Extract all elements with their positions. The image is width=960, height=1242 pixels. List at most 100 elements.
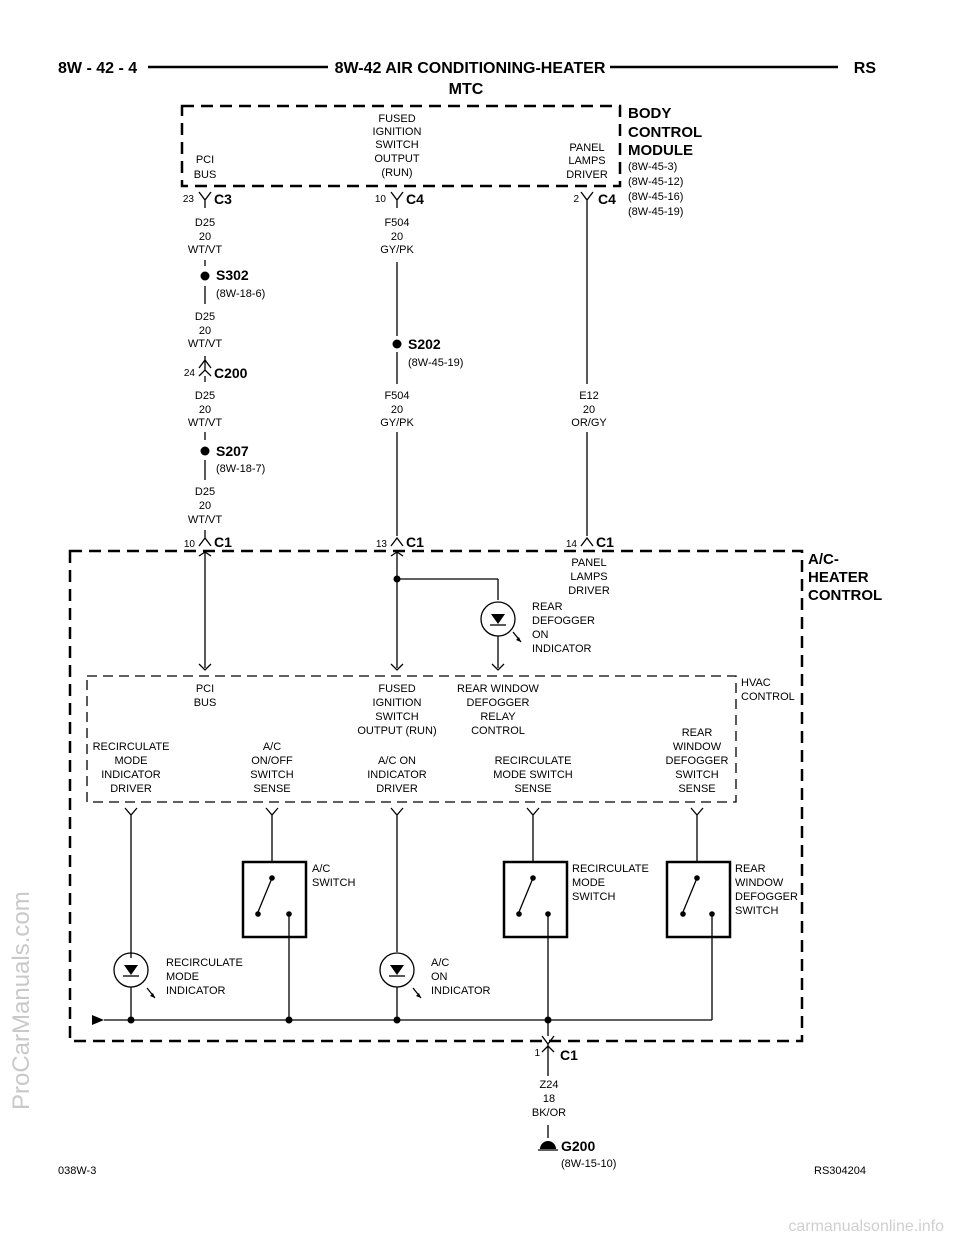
bcm-name: BODY CONTROL MODULE <box>628 105 702 159</box>
connector-c1-pin10: 10 C1 <box>184 530 232 550</box>
svg-text:20: 20 <box>583 404 595 416</box>
hvac-control-box <box>86 675 737 803</box>
ground-g200-name: G200 <box>561 1138 595 1154</box>
svg-text:INDICATOR: INDICATOR <box>367 769 427 781</box>
wire-d25-label-1: D25 20 WT/VT <box>188 217 222 256</box>
svg-text:C1: C1 <box>406 534 424 550</box>
svg-text:13: 13 <box>376 539 388 550</box>
svg-text:BUS: BUS <box>194 697 217 709</box>
body-control-module-box <box>180 104 622 188</box>
ac-on-indicator-led <box>379 952 422 1020</box>
rear-defogger-indicator-led <box>480 601 522 643</box>
svg-text:GY/PK: GY/PK <box>380 417 414 429</box>
svg-text:IGNITION: IGNITION <box>373 126 422 138</box>
connector-c3: 23 C3 <box>183 191 232 208</box>
hvac-pin-pci-bus: PCI BUS <box>194 683 217 709</box>
splice-s207-dot <box>200 446 210 456</box>
svg-text:24: 24 <box>184 368 196 379</box>
svg-text:C1: C1 <box>596 534 614 550</box>
svg-text:DEFOGGER: DEFOGGER <box>735 891 798 903</box>
recirculate-mode-switch-label: RECIRCULATE MODE SWITCH <box>572 863 649 903</box>
svg-text:(RUN): (RUN) <box>381 167 412 179</box>
connector-c1-pin1: 1 C1 <box>534 1035 578 1076</box>
connector-c4-pin2: 2 C4 <box>573 191 616 208</box>
svg-text:F504: F504 <box>384 390 409 402</box>
svg-text:SWITCH: SWITCH <box>312 877 355 889</box>
svg-text:MODE SWITCH: MODE SWITCH <box>493 769 572 781</box>
svg-text:PANEL: PANEL <box>569 142 604 154</box>
connector-c1-pin14: 14 C1 <box>566 534 614 550</box>
page-number: 8W - 42 - 4 <box>58 60 137 77</box>
svg-text:SWITCH: SWITCH <box>250 769 293 781</box>
ground-bus <box>92 1015 712 1025</box>
bcm-references: (8W-45-3) (8W-45-12) (8W-45-16) (8W-45-1… <box>628 161 683 218</box>
svg-text:WT/VT: WT/VT <box>188 417 222 429</box>
wire-d25-label-3: D25 20 WT/VT <box>188 390 222 429</box>
svg-text:C4: C4 <box>598 191 616 207</box>
svg-text:CONTROL: CONTROL <box>628 124 702 141</box>
svg-text:C1: C1 <box>214 534 232 550</box>
recirculate-mode-indicator-label: RECIRCULATE MODE INDICATOR <box>166 957 243 997</box>
svg-text:WT/VT: WT/VT <box>188 514 222 526</box>
wire-d25-label-4: D25 20 WT/VT <box>188 486 222 526</box>
reference-code: RS304204 <box>814 1165 866 1177</box>
svg-text:20: 20 <box>199 404 211 416</box>
svg-text:20: 20 <box>391 404 403 416</box>
wire-e12-label: E12 20 OR/GY <box>571 390 607 429</box>
svg-text:C200: C200 <box>214 365 248 381</box>
svg-text:REAR WINDOW: REAR WINDOW <box>457 683 540 695</box>
ac-heater-control-box <box>68 549 804 1043</box>
svg-text:14: 14 <box>566 539 578 550</box>
svg-text:DEFOGGER: DEFOGGER <box>666 755 729 767</box>
svg-text:CONTROL: CONTROL <box>471 725 525 737</box>
svg-text:LAMPS: LAMPS <box>568 155 605 167</box>
svg-text:1: 1 <box>534 1048 540 1059</box>
svg-text:SWITCH: SWITCH <box>572 891 615 903</box>
svg-text:PANEL: PANEL <box>571 557 606 569</box>
svg-text:(8W-45-16): (8W-45-16) <box>628 191 683 203</box>
svg-text:WINDOW: WINDOW <box>673 741 722 753</box>
svg-text:INDICATOR: INDICATOR <box>431 985 491 997</box>
svg-text:OUTPUT (RUN): OUTPUT (RUN) <box>357 725 436 737</box>
wire-f504-label-2: F504 20 GY/PK <box>380 390 414 429</box>
svg-text:INDICATOR: INDICATOR <box>166 985 226 997</box>
hvac-pin-rear-sense: REAR WINDOW DEFOGGER SWITCH SENSE <box>666 727 729 795</box>
svg-text:CONTROL: CONTROL <box>741 691 795 703</box>
ground-g200-ref: (8W-15-10) <box>561 1158 616 1170</box>
svg-text:CONTROL: CONTROL <box>808 587 882 604</box>
connector-c4-pin10: 10 C4 <box>375 191 424 208</box>
svg-text:A/C-: A/C- <box>808 551 839 568</box>
svg-text:C1: C1 <box>560 1047 578 1063</box>
svg-text:BUS: BUS <box>194 169 217 181</box>
connector-c200: 24 C200 <box>184 356 248 382</box>
svg-text:A/C: A/C <box>312 863 330 875</box>
svg-text:DEFOGGER: DEFOGGER <box>532 615 595 627</box>
svg-text:DRIVER: DRIVER <box>568 585 610 597</box>
svg-text:RECIRCULATE: RECIRCULATE <box>93 741 170 753</box>
svg-text:REAR: REAR <box>682 727 713 739</box>
svg-text:DRIVER: DRIVER <box>566 169 608 181</box>
svg-text:A/C: A/C <box>263 741 281 753</box>
svg-text:OUTPUT: OUTPUT <box>374 153 420 165</box>
ac-heater-control-name: A/C- HEATER CONTROL <box>808 551 882 604</box>
svg-text:WT/VT: WT/VT <box>188 338 222 350</box>
svg-text:A/C ON: A/C ON <box>378 755 416 767</box>
svg-text:MODE: MODE <box>115 755 148 767</box>
diagram-subtitle: MTC <box>449 81 484 98</box>
svg-text:SWITCH: SWITCH <box>735 905 778 917</box>
hvac-pin-recirc-sense: RECIRCULATE MODE SWITCH SENSE <box>493 755 572 795</box>
hvac-control-name: HVAC CONTROL <box>741 677 795 703</box>
diagram-title: 8W-42 AIR CONDITIONING-HEATER <box>335 60 606 77</box>
model-code: RS <box>854 60 877 77</box>
svg-text:E12: E12 <box>579 390 599 402</box>
svg-text:23: 23 <box>183 194 195 205</box>
splice-s302-dot <box>200 271 210 281</box>
svg-text:18: 18 <box>543 1093 555 1105</box>
splice-s202-ref: (8W-45-19) <box>408 357 463 369</box>
svg-text:HVAC: HVAC <box>741 677 771 689</box>
svg-text:(8W-45-12): (8W-45-12) <box>628 176 683 188</box>
bottom-watermark: carmanualsonline.info <box>788 1218 944 1235</box>
svg-text:MODULE: MODULE <box>628 142 693 159</box>
svg-text:PCI: PCI <box>196 683 214 695</box>
side-watermark: ProCarManuals.com <box>8 891 35 1110</box>
